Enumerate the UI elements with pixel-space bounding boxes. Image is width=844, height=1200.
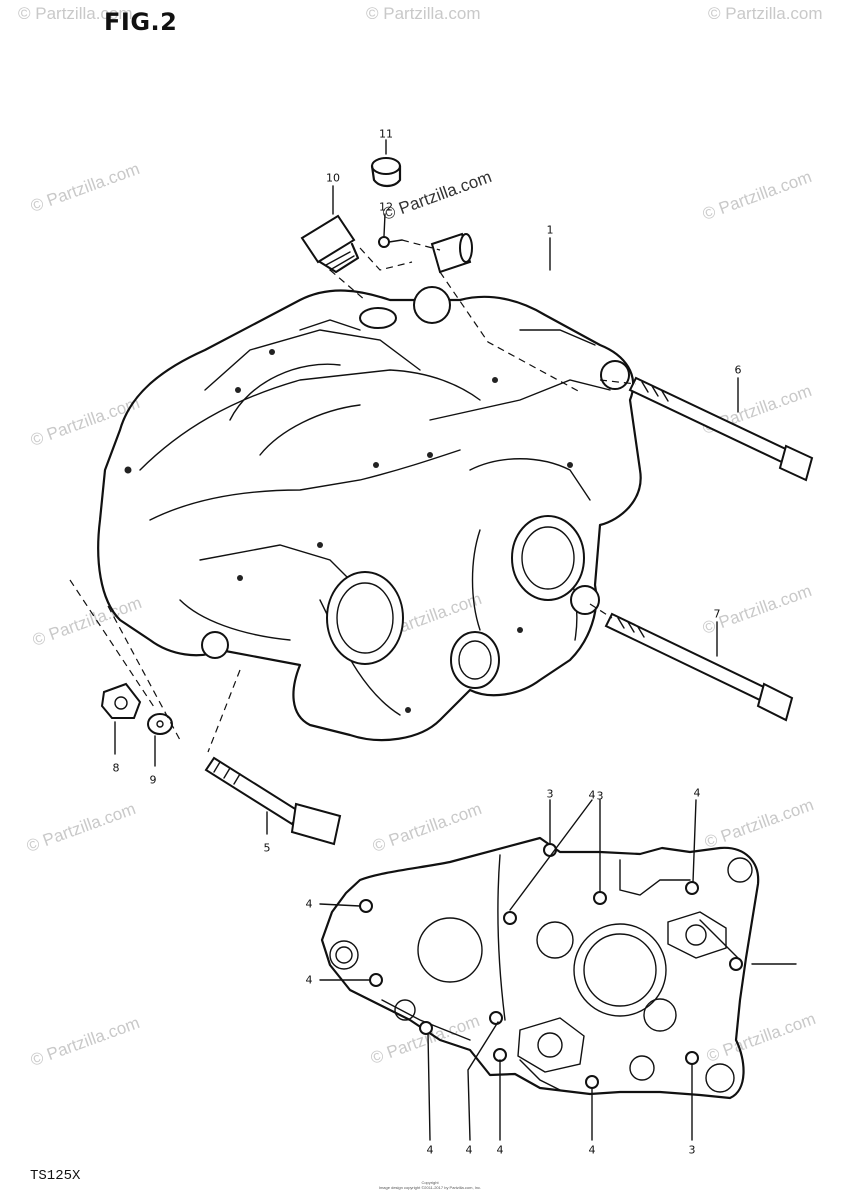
crankcase-assembly — [97, 286, 642, 742]
callout-4: 4 — [465, 1143, 473, 1157]
watermark: © Partzilla.com — [708, 4, 823, 23]
screw-small — [378, 236, 403, 248]
watermark: © Partzilla.com — [18, 4, 133, 23]
breather-cap — [430, 232, 473, 274]
callout-10: 10 — [326, 171, 340, 185]
callout-8: 8 — [112, 761, 120, 775]
callout-11: 11 — [379, 127, 393, 141]
footer-line: Copyright — [421, 1180, 439, 1185]
callout-6: 6 — [734, 363, 742, 377]
oil-filler-cap — [300, 214, 360, 274]
callout-4: 4 — [588, 788, 596, 802]
callout-3: 3 — [688, 1143, 696, 1157]
model-code: TS125X — [30, 1168, 81, 1184]
callout-4: 4 — [305, 897, 313, 911]
plug-cap — [370, 157, 402, 188]
callout-4: 4 — [496, 1143, 504, 1157]
callout-4: 4 — [693, 786, 701, 800]
washer-9 — [147, 713, 173, 735]
callout-5: 5 — [263, 841, 271, 855]
bolt-7 — [604, 612, 794, 722]
callout-4: 4 — [588, 1143, 596, 1157]
callout-9: 9 — [149, 773, 157, 787]
watermark: © Partzilla.com — [366, 4, 481, 23]
callout-1: 1 — [546, 223, 554, 237]
callout-3: 3 — [546, 787, 554, 801]
callout-12: 12 — [379, 200, 393, 214]
callout-4: 4 — [305, 973, 313, 987]
copyright-footer: Copyright Image design copyright ©2011-2… — [360, 1180, 500, 1190]
bolt-5 — [204, 756, 342, 846]
leader-lines — [114, 139, 797, 1141]
figure-title: FIG.2 — [104, 8, 178, 36]
bolt-6 — [628, 376, 814, 482]
callout-3: 3 — [596, 789, 604, 803]
nut-8 — [100, 682, 142, 719]
callout-7: 7 — [713, 607, 721, 621]
footer-line: Image design copyright ©2011-2017 by Par… — [378, 1185, 482, 1190]
crankcase-side-view — [320, 836, 760, 1100]
callout-4: 4 — [426, 1143, 434, 1157]
